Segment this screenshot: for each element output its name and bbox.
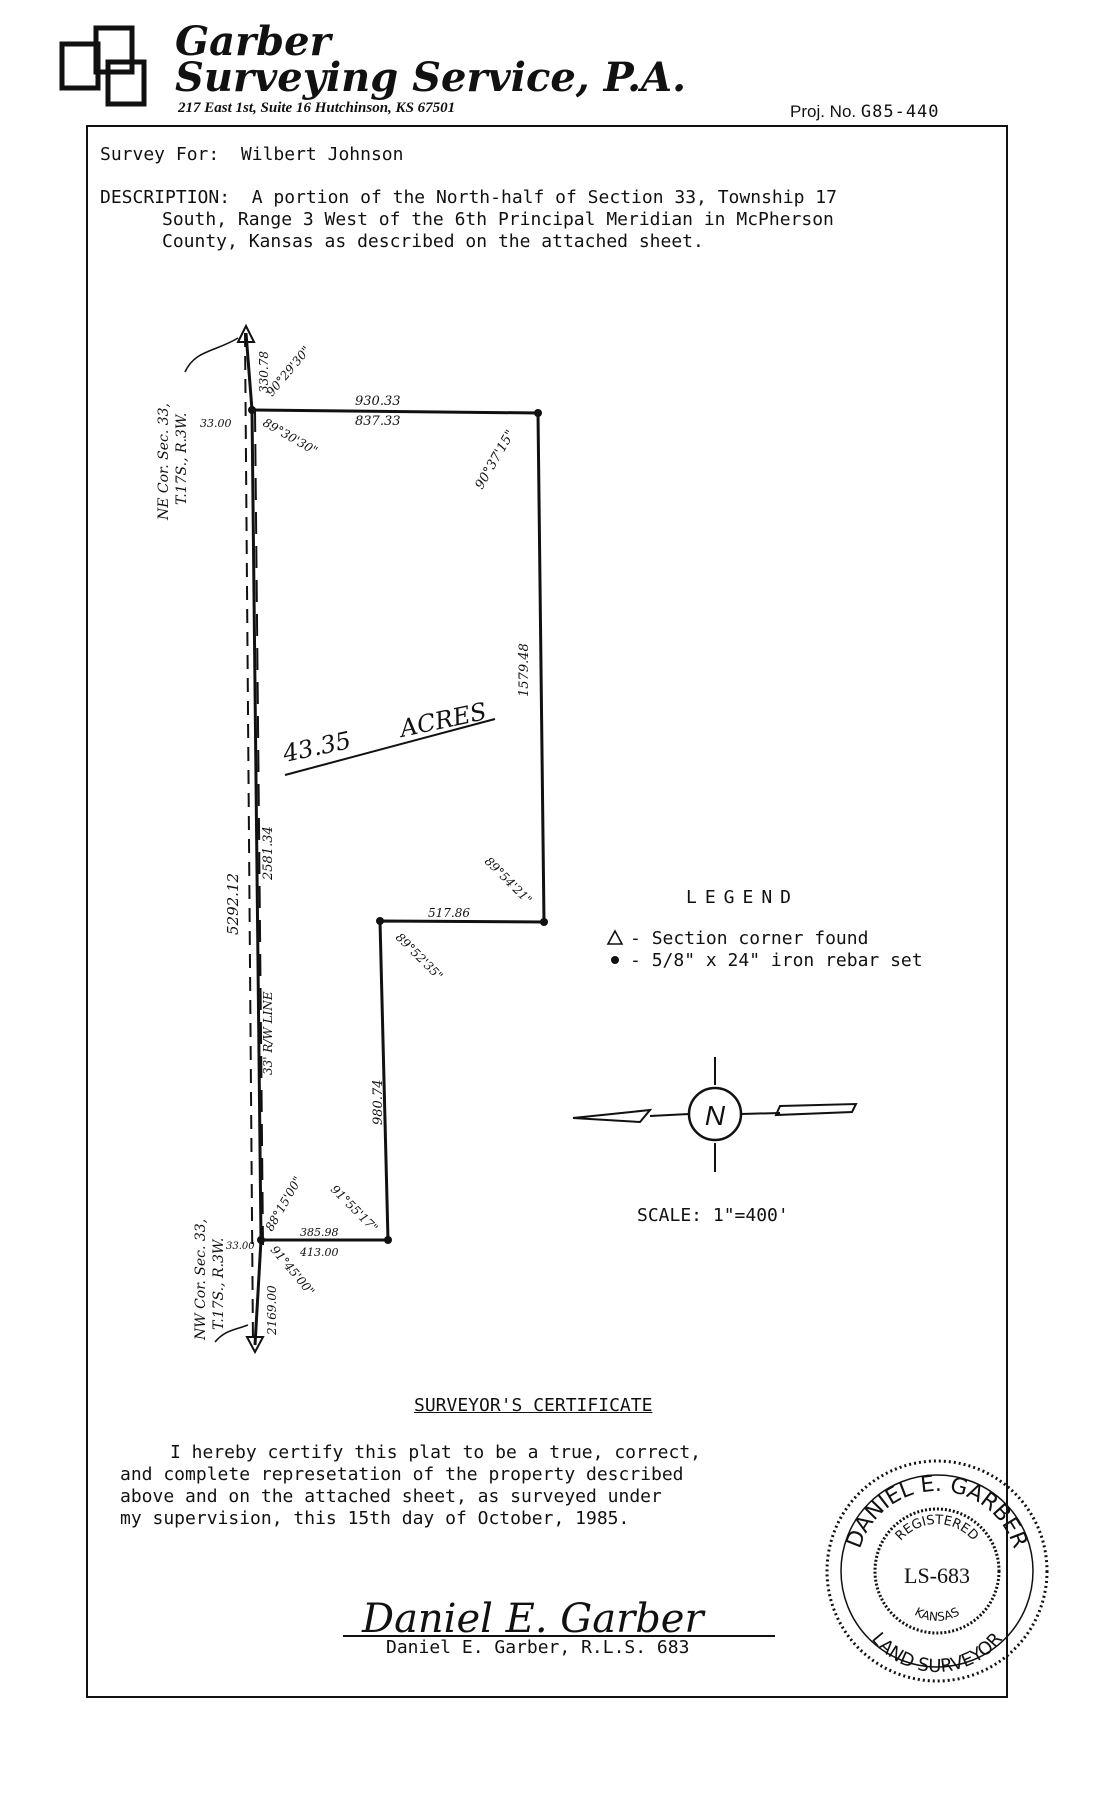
- angle-step: 89°52'35": [393, 930, 446, 983]
- certificate-line3: above and on the attached sheet, as surv…: [120, 1486, 662, 1507]
- angle-top-1: 90°29'30": [264, 343, 314, 398]
- rw-line-label: 33' R/W LINE: [261, 991, 275, 1075]
- description-label: DESCRIPTION:: [100, 187, 231, 208]
- dim-top-offset: 33.00: [200, 417, 232, 430]
- rw-line-dashed: [254, 409, 264, 1246]
- section-corner-triangle: [245, 1336, 265, 1355]
- rebar-pin: [534, 409, 542, 417]
- legend-item-iron-rebar: - 5/8" x 24" iron rebar set: [630, 950, 923, 971]
- document-frame: [86, 125, 1008, 1698]
- acres-underline: [284, 718, 496, 776]
- project-number-label: Proj. No.: [790, 102, 857, 121]
- section-line: [244, 332, 254, 1346]
- dim-south-end: 2169.00: [265, 1285, 279, 1336]
- angle-east-step: 89°54'21": [482, 854, 535, 907]
- rebar-pin: [540, 918, 548, 926]
- survey-for-line: Survey For: Wilbert Johnson: [100, 144, 403, 166]
- seal-license-number: LS-683: [904, 1563, 970, 1588]
- legend-title: LEGEND: [686, 887, 800, 908]
- seal-state: KANSAS: [912, 1605, 961, 1624]
- svg-text:KANSAS: KANSAS: [912, 1605, 961, 1624]
- acres-value: 43.35: [279, 726, 353, 768]
- angle-ne: 90°37'15": [472, 428, 518, 492]
- project-number-value: G85-440: [860, 102, 940, 122]
- company-name-line2: Surveying Service, P.A.: [175, 54, 686, 101]
- dim-mid-east: 980.74: [371, 1080, 386, 1126]
- description-line2: South, Range 3 West of the 6th Principal…: [162, 209, 834, 230]
- south-extension: [253, 1239, 263, 1346]
- dim-bottom-2: 413.00: [299, 1246, 339, 1259]
- angle-bottom-1: 88°15'00": [262, 1174, 304, 1234]
- acres-word: ACRES: [395, 697, 489, 743]
- section-corner-triangle: [236, 323, 256, 343]
- north-extension: [244, 332, 254, 411]
- property-boundary: [250, 408, 546, 1242]
- dim-west-1: 5292.12: [224, 873, 242, 935]
- survey-for-name: Wilbert Johnson: [240, 144, 404, 165]
- certificate-title: SURVEYOR'S CERTIFICATE: [414, 1395, 653, 1416]
- dot-icon: [611, 956, 619, 964]
- nw-corner-label-1: NW Cor. Sec. 33,: [193, 1219, 209, 1341]
- legend-item-section-corner: - Section corner found: [630, 928, 869, 949]
- certificate-line1: I hereby certify this plat to be a true,…: [170, 1442, 702, 1463]
- triangle-icon: [606, 929, 624, 945]
- certificate-line2: and complete represetation of the proper…: [120, 1464, 684, 1485]
- dim-bottom-1: 385.98: [300, 1226, 339, 1239]
- leader-line: [184, 337, 239, 373]
- dim-bottom-offset: 33.00: [226, 1241, 255, 1252]
- signer-name: Daniel E. Garber, R.L.S. 683: [386, 1637, 690, 1658]
- angle-top-2: 89°30'30": [261, 415, 321, 457]
- rebar-pin: [376, 917, 384, 925]
- rebar-pin: [257, 1236, 265, 1244]
- north-arrow-icon: [572, 1057, 858, 1172]
- scale-label: SCALE: 1"=400': [637, 1205, 789, 1226]
- dim-north-end: 330.78: [257, 351, 271, 393]
- dim-step: 517.86: [428, 906, 470, 920]
- company-name-line1: Garber: [175, 18, 331, 65]
- leader-line: [214, 1324, 249, 1343]
- rebar-pin: [248, 406, 256, 414]
- rebar-pin: [384, 1236, 392, 1244]
- survey-for-label: Survey For:: [100, 144, 220, 165]
- description-line1: DESCRIPTION: A portion of the North-half…: [100, 187, 837, 208]
- ne-corner-label-1: NE Cor. Sec. 33,: [156, 403, 172, 521]
- nw-corner-label-2: T.17S., R.3W.: [211, 1238, 227, 1330]
- certificate-line4: my supervision, this 15th day of October…: [120, 1508, 630, 1529]
- surveyor-seal-icon: DANIEL E. GARBER LAND SURVEYOR REGISTERE…: [825, 1459, 1049, 1683]
- dim-top-2: 837.33: [355, 414, 401, 429]
- north-letter: N: [705, 1100, 726, 1131]
- dim-top-1: 930.33: [355, 394, 401, 409]
- ne-corner-label-2: T.17S., R.3W.: [174, 413, 190, 505]
- project-number: Proj. No. G85-440: [790, 102, 940, 122]
- seal-title: LAND SURVEYOR: [867, 1629, 1006, 1678]
- dim-west-2: 2581.34: [261, 826, 276, 881]
- dim-east: 1579.48: [517, 643, 532, 697]
- signature: Daniel E. Garber: [361, 1596, 706, 1642]
- description-line3: County, Kansas as described on the attac…: [162, 231, 704, 252]
- svg-text:LAND SURVEYOR: LAND SURVEYOR: [867, 1629, 1006, 1678]
- company-address: 217 East 1st, Suite 16 Hutchinson, KS 67…: [178, 100, 456, 116]
- company-logo-icon: [59, 25, 147, 107]
